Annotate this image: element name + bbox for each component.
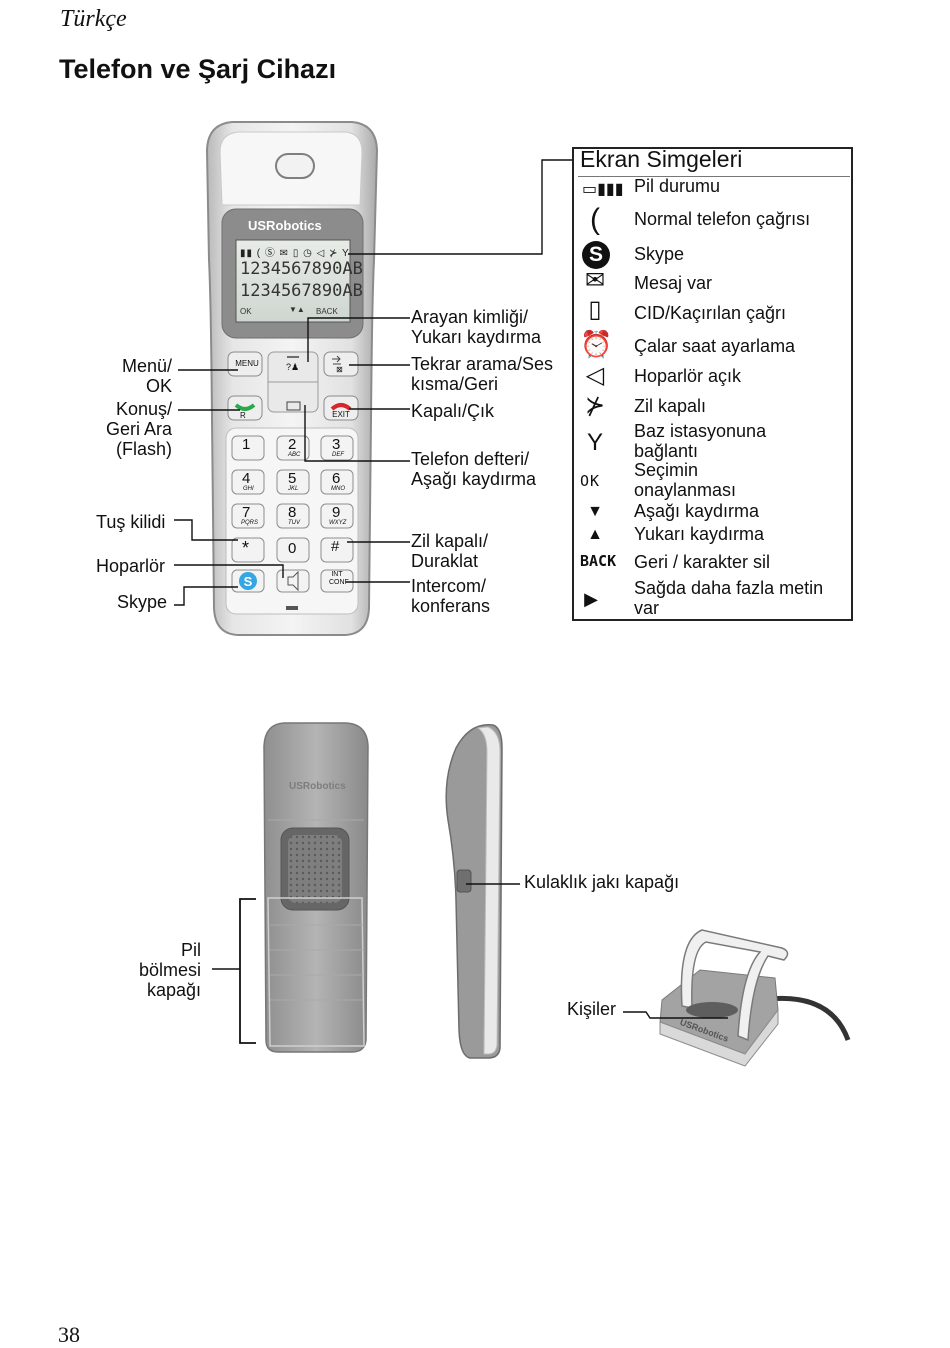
key-5[interactable]: 5 — [288, 470, 297, 487]
key-9-letters: WXYZ — [329, 520, 347, 526]
icon-desc-ringer-off: Zil kapalı — [634, 396, 707, 416]
lcd-softkey-right: BACK — [316, 307, 338, 316]
key-9[interactable]: 9 — [332, 504, 341, 521]
key-2[interactable]: 2 — [288, 436, 297, 453]
envelope-icon: ✉ — [584, 267, 606, 294]
talk-key-icon — [234, 403, 256, 411]
alarm-clock-icon: ⏰ — [580, 329, 613, 359]
title-rule — [578, 176, 850, 177]
speaker-icon: ◁ — [585, 362, 605, 389]
icon-desc-message: Mesaj var — [634, 273, 713, 293]
key-6-letters: MNO — [331, 486, 345, 492]
lcd-scroll-arrows: ▼▲ — [289, 305, 305, 314]
int-label: INT — [331, 571, 343, 578]
key-5-letters: JKL — [288, 486, 299, 492]
ringer-off-icon: ⊁ — [584, 392, 606, 419]
key-8-letters: TUV — [288, 520, 300, 526]
keylock-label: Tuş kilidi — [96, 512, 166, 532]
key-hash[interactable]: # — [331, 538, 340, 555]
speaker-label: Hoparlör — [96, 556, 166, 576]
skype-label: Skype — [117, 592, 168, 612]
lcd-status-icons: ▮▮ ( Ⓢ ✉ ▯ ◷ ◁ ⊁ Y — [240, 248, 350, 259]
key-star[interactable]: * — [242, 538, 250, 558]
brand-logo: USRobotics — [248, 218, 322, 233]
back-brand-logo: USRobotics — [289, 781, 346, 792]
r-key[interactable]: R — [240, 411, 246, 420]
intercom-label: Intercom/konferans — [411, 576, 491, 616]
key-0[interactable]: 0 — [288, 540, 297, 557]
up-arrow-icon: ▲ — [587, 526, 603, 543]
battery-cover-bracket — [239, 898, 256, 1044]
icon-desc-speaker: Hoparlör açık — [634, 366, 742, 386]
skype-icon: S — [582, 241, 610, 269]
battery-icon: ▭▮▮▮ — [582, 181, 624, 198]
lcd-line-1: 1234567890AB — [240, 259, 363, 279]
icon-desc-scroll-down: Aşağı kaydırma — [634, 501, 760, 521]
conf-label: CONF — [329, 579, 349, 586]
back-text-icon: BACK — [580, 552, 617, 570]
icon-desc-scroll-up: Yukarı kaydırma — [634, 524, 765, 544]
exit-key[interactable]: EXIT — [332, 410, 350, 419]
off-label: Kapalı/Çık — [411, 401, 495, 421]
key-6[interactable]: 6 — [332, 470, 341, 487]
contacts-label: Kişiler — [567, 999, 617, 1019]
mute-glyph: ⊠ — [336, 365, 343, 374]
icon-desc-alarm: Çalar saat ayarlama — [634, 336, 796, 356]
key-7[interactable]: 7 — [242, 504, 251, 521]
skype-key-icon — [239, 572, 257, 590]
key-1[interactable]: 1 — [242, 436, 251, 453]
caller-id-label: Arayan kimliği/Yukarı kaydırma — [411, 307, 542, 347]
key-4[interactable]: 4 — [242, 470, 251, 487]
key-7-letters: PQRS — [241, 520, 259, 526]
icon-desc-back: Geri / karakter sil — [634, 552, 771, 572]
int-conf-key[interactable]: INT CONF — [329, 571, 349, 587]
language-label: Türkçe — [60, 6, 127, 32]
key-3-letters: DEF — [332, 452, 344, 458]
display-icons-title: Ekran Simgeleri — [580, 146, 743, 172]
icon-desc-battery: Pil durumu — [634, 176, 721, 196]
svg-text:S: S — [244, 574, 253, 589]
handset-front: S — [205, 121, 379, 636]
page-number: 38 — [58, 1322, 80, 1347]
display-icons-box — [572, 147, 853, 621]
key-3[interactable]: 3 — [332, 436, 341, 453]
handset-icon: ( — [590, 203, 600, 236]
icon-desc-skype: Skype — [634, 244, 685, 264]
ok-text-icon: OK — [580, 472, 601, 490]
menu-key[interactable]: MENU — [235, 359, 259, 368]
lcd-softkey-left: OK — [240, 307, 252, 316]
key-4-letters: GHI — [243, 486, 254, 492]
menu-ok-label: Menü/OK — [121, 356, 172, 396]
lcd-line-2: 1234567890AB — [240, 281, 363, 301]
end-key-icon — [330, 403, 352, 411]
down-arrow-icon: ▼ — [587, 503, 603, 520]
caller-id-glyph: ?♟ — [286, 362, 300, 372]
icon-desc-call: Normal telefon çağrısı — [634, 209, 811, 229]
leader-lines-front — [174, 159, 574, 606]
key-2-letters: ABC — [288, 452, 301, 458]
handset-side — [445, 723, 503, 1059]
scroll-icon: ▯ — [588, 296, 602, 323]
phonebook-label: Telefon defteri/Aşağı kaydırma — [411, 449, 537, 489]
handset-back — [263, 722, 369, 1053]
charger — [659, 929, 851, 1067]
icon-desc-cid: CID/Kaçırılan çağrı — [634, 303, 787, 323]
headset-jack-label: Kulaklık jakı kapağı — [524, 872, 680, 892]
page-title: Telefon ve Şarj Cihazı — [59, 54, 337, 84]
talk-label: Konuş/Geri Ara(Flash) — [105, 399, 172, 459]
ringer-label: Zil kapalı/Duraklat — [411, 531, 489, 571]
right-arrow-icon: ▶ — [584, 589, 598, 609]
antenna-icon: Y — [586, 429, 603, 456]
key-8[interactable]: 8 — [288, 504, 297, 521]
